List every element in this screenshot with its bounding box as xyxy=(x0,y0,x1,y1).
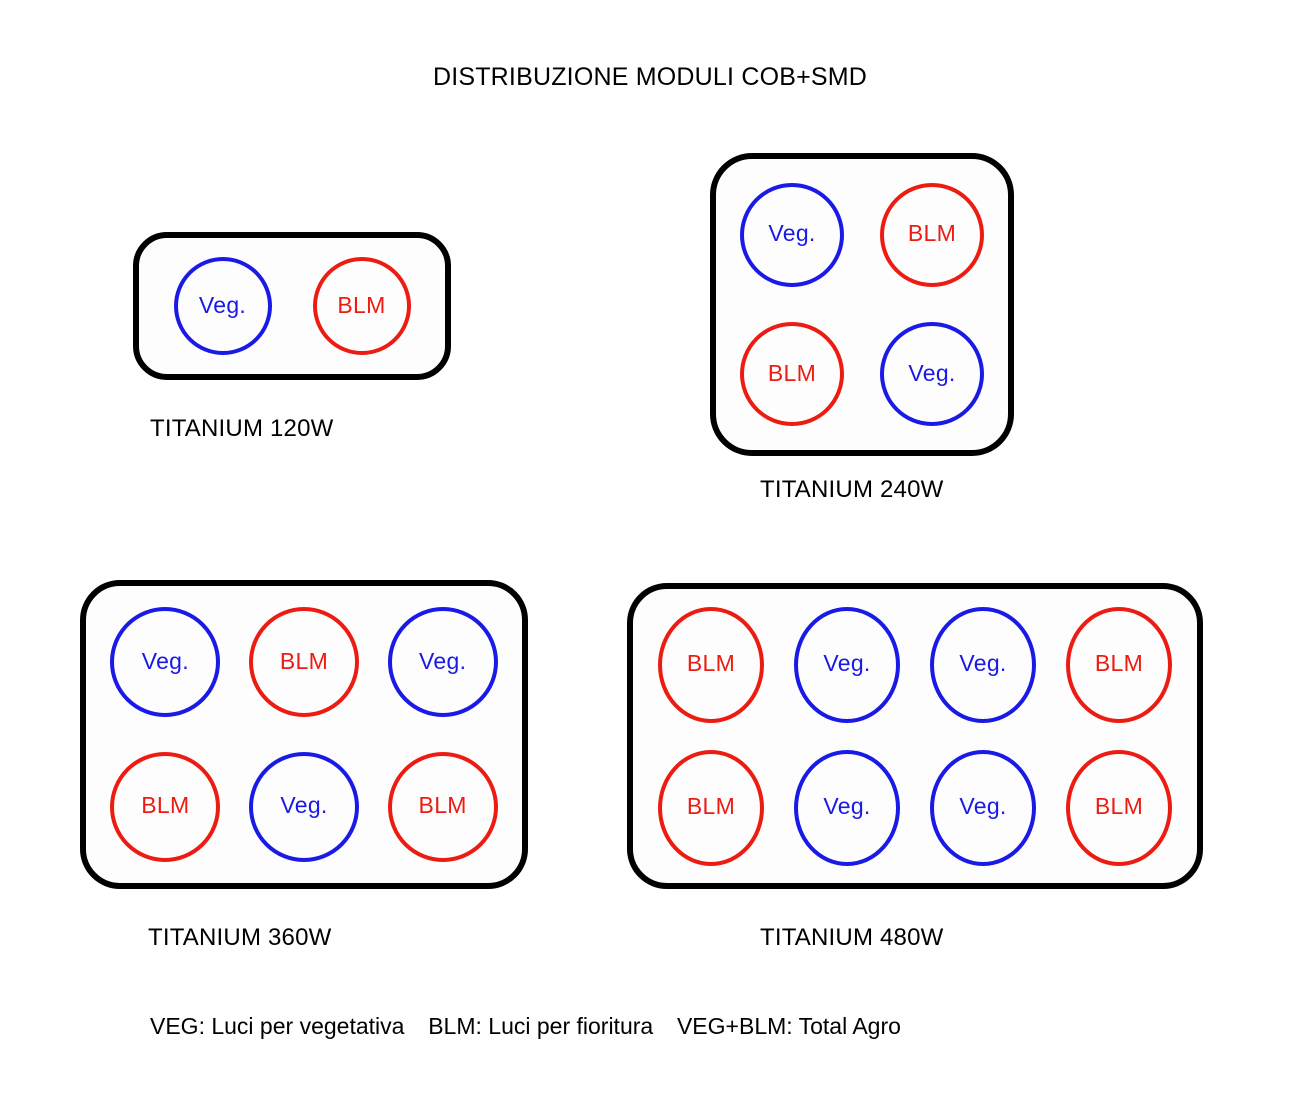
panel-titanium-360w: Veg. BLM Veg. BLM Veg. BLM xyxy=(80,580,528,889)
module-blm: BLM xyxy=(658,606,764,723)
page-title: DISTRIBUZIONE MODULI COB+SMD xyxy=(432,63,868,91)
module-label: BLM xyxy=(418,792,467,819)
module-label: Veg. xyxy=(141,647,189,674)
module-label: BLM xyxy=(686,793,736,819)
module-veg: Veg. xyxy=(930,749,1036,866)
module-label: BLM xyxy=(337,291,386,318)
module-blm: BLM xyxy=(740,322,844,427)
module-veg: Veg. xyxy=(740,182,844,287)
panel-caption-titanium-120w: TITANIUM 120W xyxy=(150,415,334,442)
module-veg: Veg. xyxy=(248,751,359,862)
module-veg: Veg. xyxy=(387,607,498,718)
module-label: Veg. xyxy=(959,793,1007,819)
module-label: BLM xyxy=(1094,793,1144,819)
legend: VEG: Luci per vegetativa BLM: Luci per f… xyxy=(150,1013,901,1040)
module-blm: BLM xyxy=(110,751,221,862)
module-blm: BLM xyxy=(248,607,359,718)
panel-titanium-240w: Veg. BLM BLM Veg. xyxy=(710,153,1014,456)
module-label: Veg. xyxy=(768,220,816,247)
module-label: Veg. xyxy=(823,793,871,819)
panel-caption-titanium-360w: TITANIUM 360W xyxy=(148,924,332,951)
module-label: BLM xyxy=(1094,650,1144,676)
panel-caption-titanium-480w: TITANIUM 480W xyxy=(760,924,944,951)
module-label: BLM xyxy=(907,220,957,247)
module-label: BLM xyxy=(141,792,190,819)
module-label: Veg. xyxy=(908,359,956,386)
module-label: Veg. xyxy=(198,291,247,318)
module-veg: Veg. xyxy=(794,749,900,866)
module-label: BLM xyxy=(279,647,329,674)
module-blm: BLM xyxy=(1066,606,1172,723)
module-label: Veg. xyxy=(419,647,467,674)
module-blm: BLM xyxy=(1066,749,1172,866)
module-blm: BLM xyxy=(880,182,984,287)
module-blm: BLM xyxy=(658,749,764,866)
module-veg: Veg. xyxy=(794,606,900,723)
module-veg: Veg. xyxy=(173,257,272,355)
module-label: Veg. xyxy=(959,650,1007,676)
panel-titanium-480w: BLM Veg. Veg. BLM BLM Veg. Veg. BLM xyxy=(627,583,1203,889)
module-label: Veg. xyxy=(280,792,328,819)
legend-blm: BLM: Luci per fioritura xyxy=(428,1013,654,1039)
panel-caption-titanium-240w: TITANIUM 240W xyxy=(760,476,944,503)
module-label: Veg. xyxy=(823,650,871,676)
legend-total-agro: VEG+BLM: Total Agro xyxy=(676,1013,901,1039)
panel-titanium-120w: Veg. BLM xyxy=(133,232,451,380)
module-label: BLM xyxy=(767,359,817,386)
module-veg: Veg. xyxy=(110,607,221,718)
module-veg: Veg. xyxy=(880,322,984,427)
module-label: BLM xyxy=(686,650,736,676)
module-veg: Veg. xyxy=(930,606,1036,723)
legend-veg: VEG: Luci per vegetativa xyxy=(150,1013,405,1039)
module-blm: BLM xyxy=(312,257,411,355)
module-blm: BLM xyxy=(387,751,498,862)
